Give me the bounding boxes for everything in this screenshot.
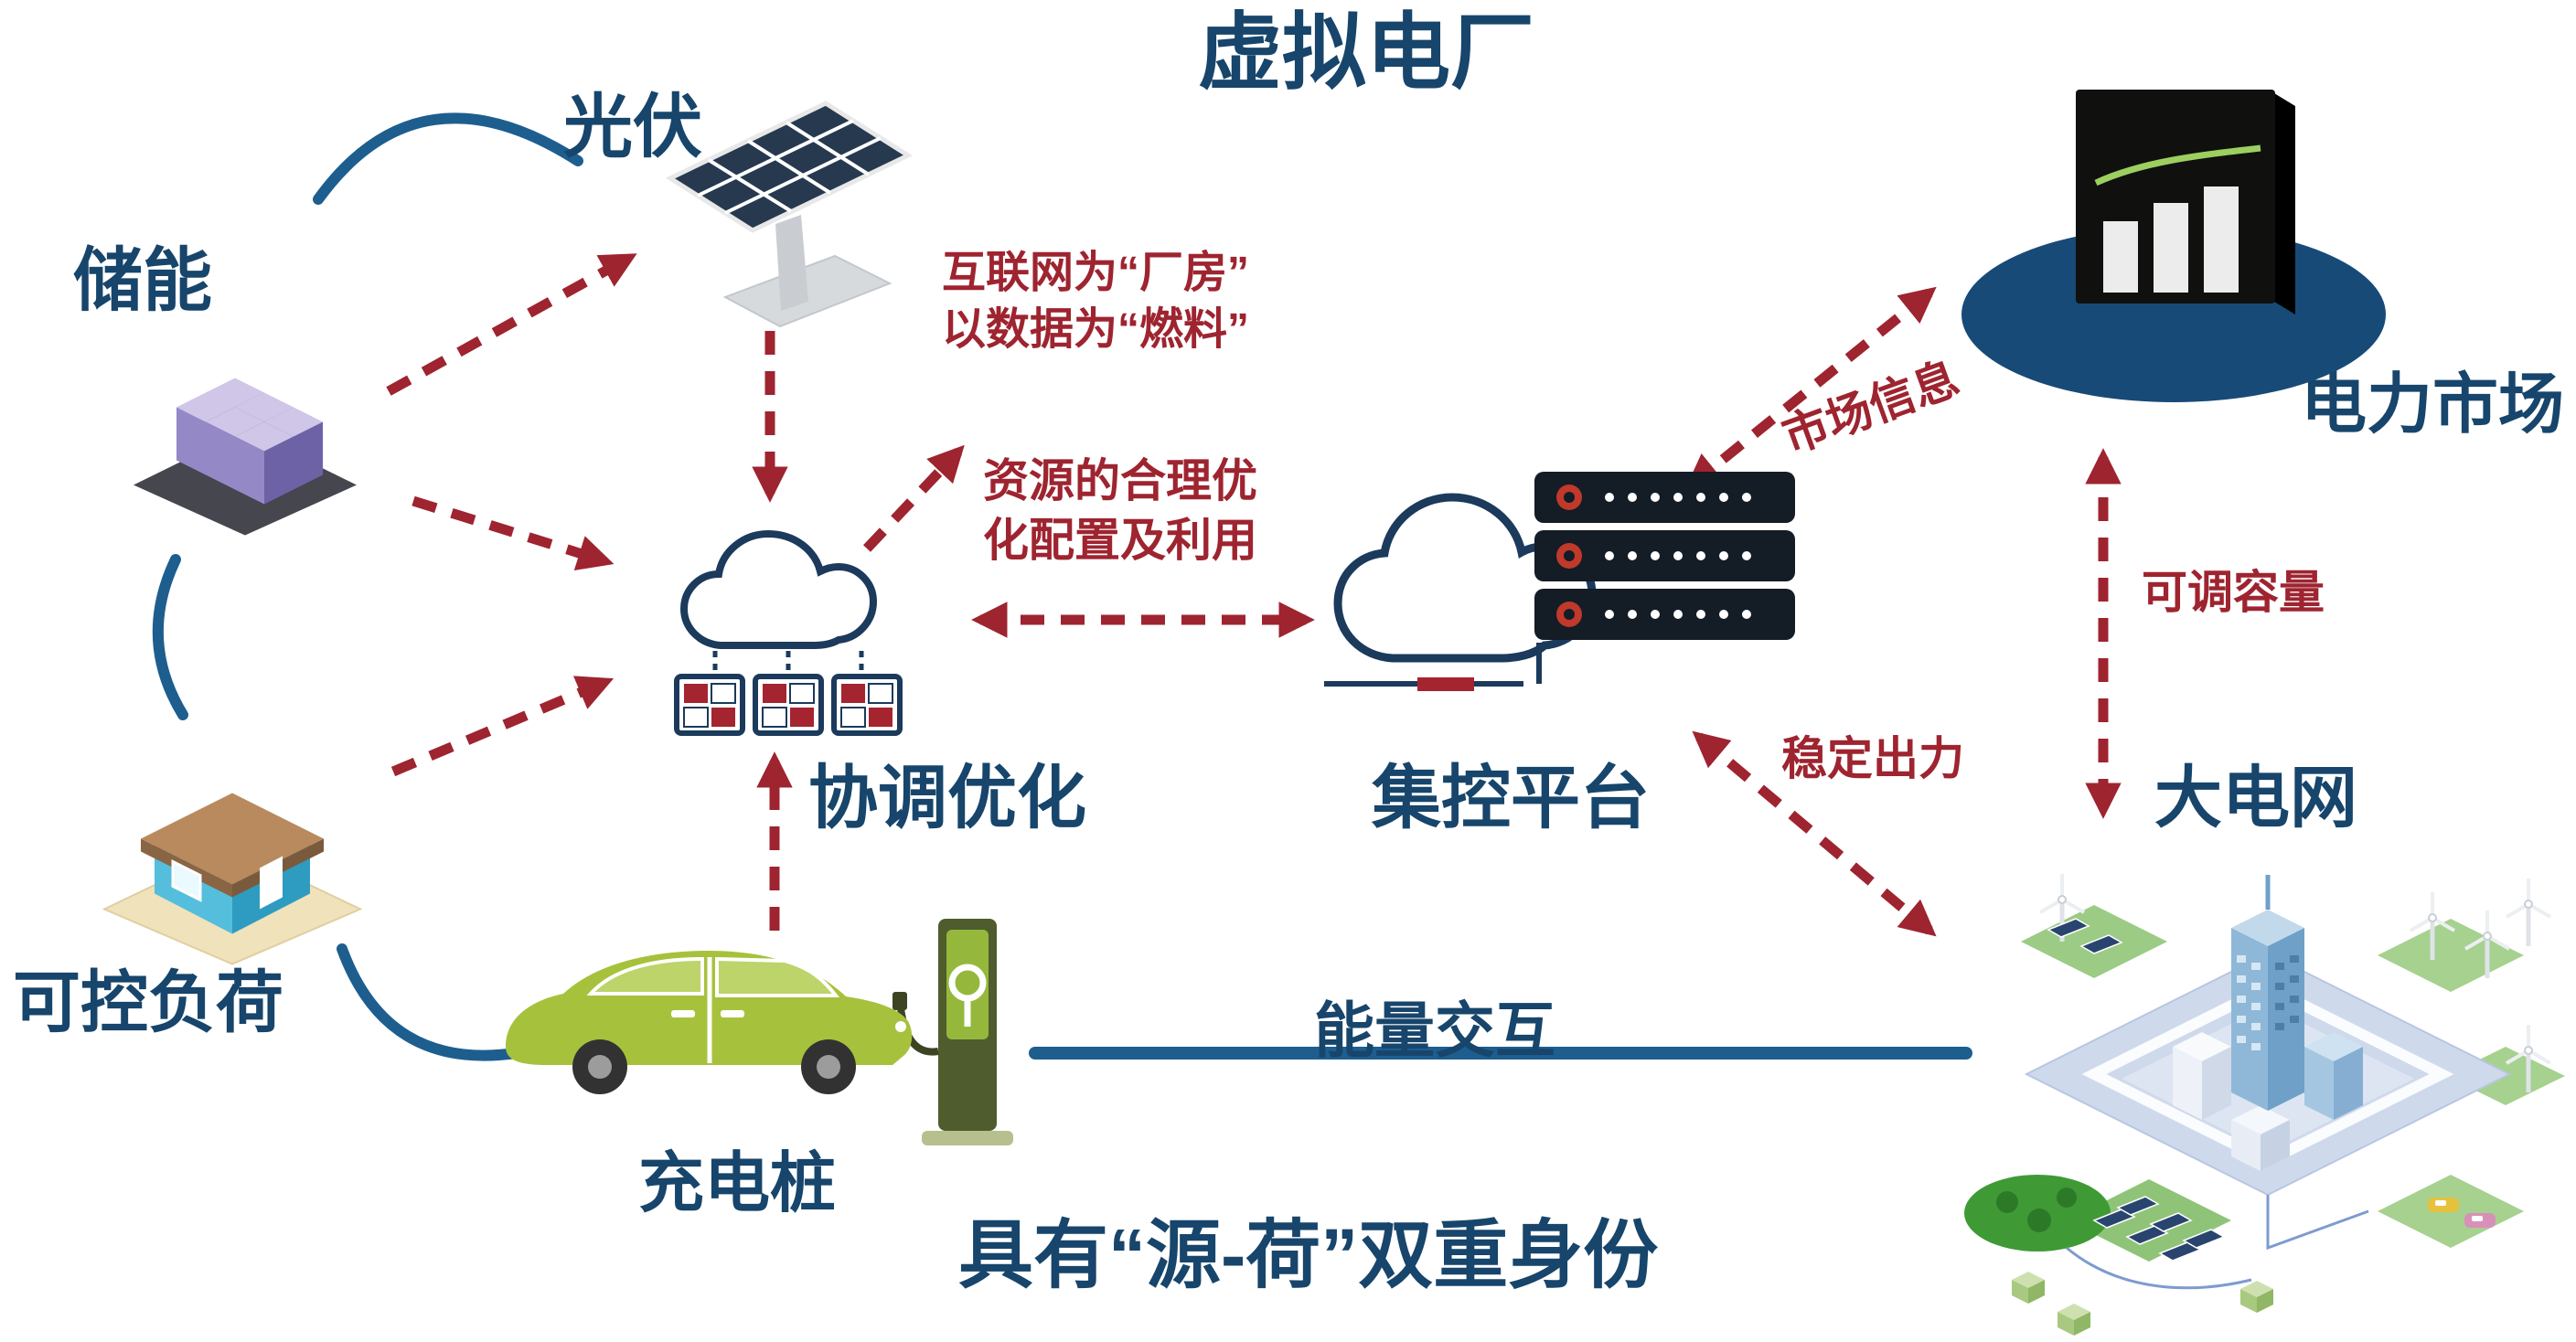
pv-label: 光伏 (563, 89, 702, 166)
internet-note-line2: 以数据为“燃料” (942, 305, 1250, 355)
cloud-shape (679, 529, 878, 649)
resource-note-line1: 资源的合理优 (983, 455, 1257, 506)
charging-pile-label: 充电桩 (638, 1147, 837, 1220)
arrow-storage-to-pv (386, 253, 637, 396)
storage-label: 储能 (73, 242, 212, 320)
building-front (2231, 1105, 2290, 1171)
control-platform-icon (1315, 464, 1809, 719)
adjustable-capacity-note: 可调容量 (2142, 567, 2325, 618)
arrow-coordination-to-note (862, 444, 965, 552)
control-platform-label: 集控平台 (1372, 760, 1650, 837)
internet-note: 互联网为“厂房” 以数据为“燃料” (942, 245, 1249, 359)
energy-exchange-note: 能量交互 (1314, 996, 1555, 1064)
main-grid-label: 大电网 (2154, 760, 2357, 836)
curve-storage-load (152, 554, 188, 720)
building-small-right (2304, 1032, 2363, 1120)
resource-note: 资源的合理优 化配置及利用 (983, 452, 1257, 570)
energy-storage-icon (126, 327, 364, 538)
arrow-storage-to-coordination (412, 495, 615, 570)
power-market-label: 电力市场 (2301, 368, 2565, 442)
arrow-platform-market (1684, 286, 1937, 491)
mini-server-row (674, 674, 903, 736)
solar-panel-icon (638, 87, 940, 343)
house-icon (95, 739, 369, 965)
stable-output-note: 稳定出力 (1781, 733, 1964, 784)
arrow-platform-grid (1692, 730, 1937, 937)
internet-note-line1: 互联网为“厂房” (942, 249, 1250, 297)
arrow-load-to-coordination (390, 676, 615, 777)
coordination-label: 协调优化 (808, 760, 1086, 837)
curve-storage-pv (313, 112, 583, 205)
server-rack (1534, 472, 1795, 640)
building-small-left (2173, 1032, 2231, 1120)
central-tower (2231, 875, 2304, 1111)
dual-identity-note: 具有“源-荷”双重身份 (958, 1214, 1659, 1297)
smart-city-icon (1957, 818, 2576, 1342)
diagram-title: 虚拟电厂 (1198, 6, 1535, 100)
coordination-cloud-icon (660, 501, 916, 740)
resource-note-line2: 化配置及利用 (983, 515, 1257, 566)
power-market-icon (1959, 75, 2398, 406)
ev-charger-icon (492, 910, 1022, 1156)
controllable-load-label: 可控负荷 (13, 964, 283, 1040)
curve-load-charger (337, 943, 521, 1061)
